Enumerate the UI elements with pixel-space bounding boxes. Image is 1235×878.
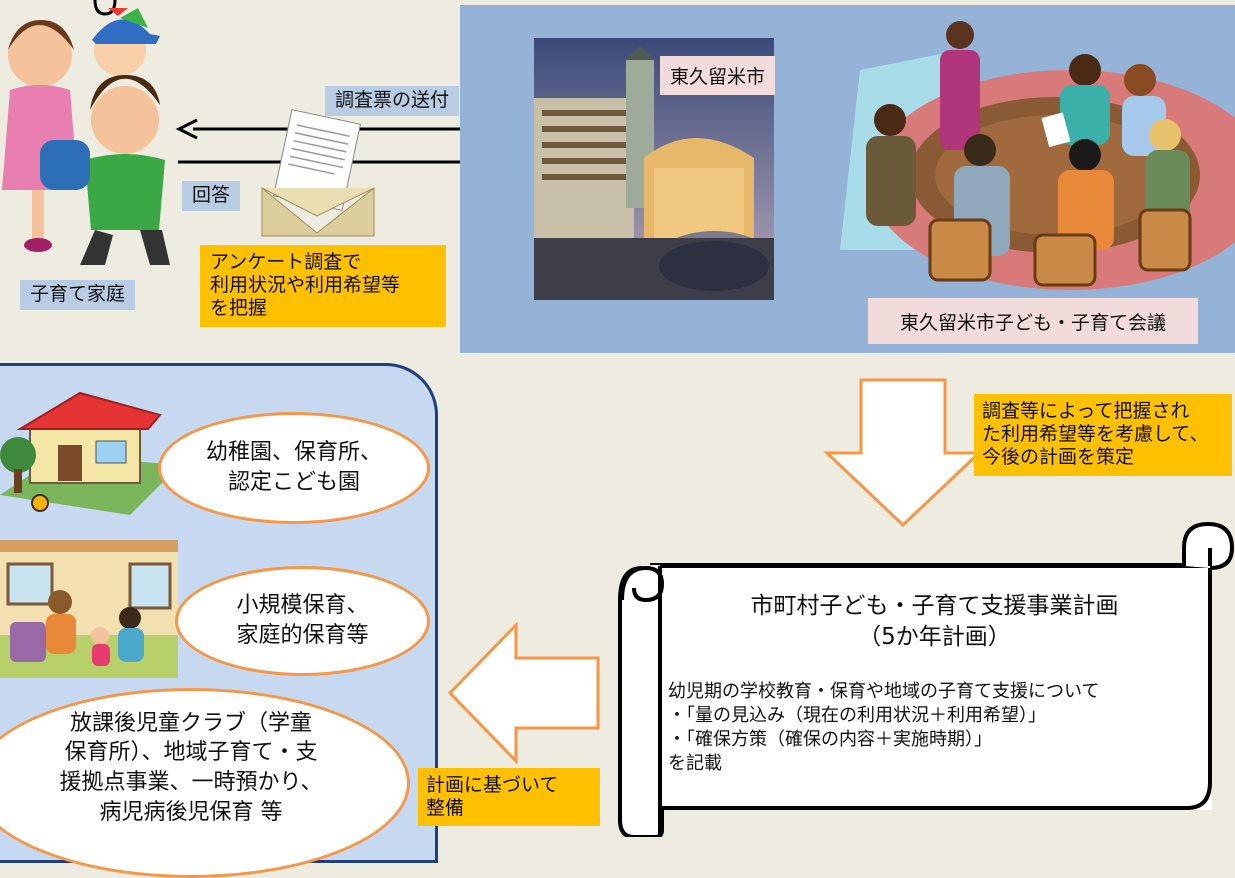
plan-body: 幼児期の学校教育・保育や地域の子育て支援について ・「量の見込み（現在の利用状況… xyxy=(668,681,1100,774)
facility-kindergarten: 幼稚園、保育所、 認定こども園 xyxy=(158,412,430,524)
plan-basis-note: 調査等によって把握され た利用希望等を考慮して、 今後の計画を策定 xyxy=(974,394,1232,476)
kindergarten-illustration xyxy=(0,385,180,520)
envelope-icon xyxy=(252,108,382,238)
survey-note: アンケート調査で 利用状況や利用希望等 を把握 xyxy=(200,245,446,327)
plan-title: 市町村子ども・子育て支援事業計画 xyxy=(750,593,1119,619)
plan-scroll xyxy=(612,520,1235,837)
city-label: 東久留米市 xyxy=(660,56,776,95)
council-label: 東久留米市子ども・子育て会議 xyxy=(868,298,1198,344)
family-label: 子育て家庭 xyxy=(20,280,136,310)
plan-subtitle: （5か年計画） xyxy=(858,624,1011,650)
facility-small-daycare: 小規模保育、 家庭的保育等 xyxy=(175,566,430,676)
develop-note: 計画に基づいて 整備 xyxy=(418,768,600,827)
meeting-illustration xyxy=(840,10,1235,300)
answer-label: 回答 xyxy=(182,181,241,211)
arrow-left xyxy=(446,622,601,764)
small-daycare-illustration xyxy=(0,540,178,678)
arrow-down xyxy=(823,378,983,528)
send-survey-label: 調査票の送付 xyxy=(325,86,460,116)
family-illustration xyxy=(0,0,170,280)
